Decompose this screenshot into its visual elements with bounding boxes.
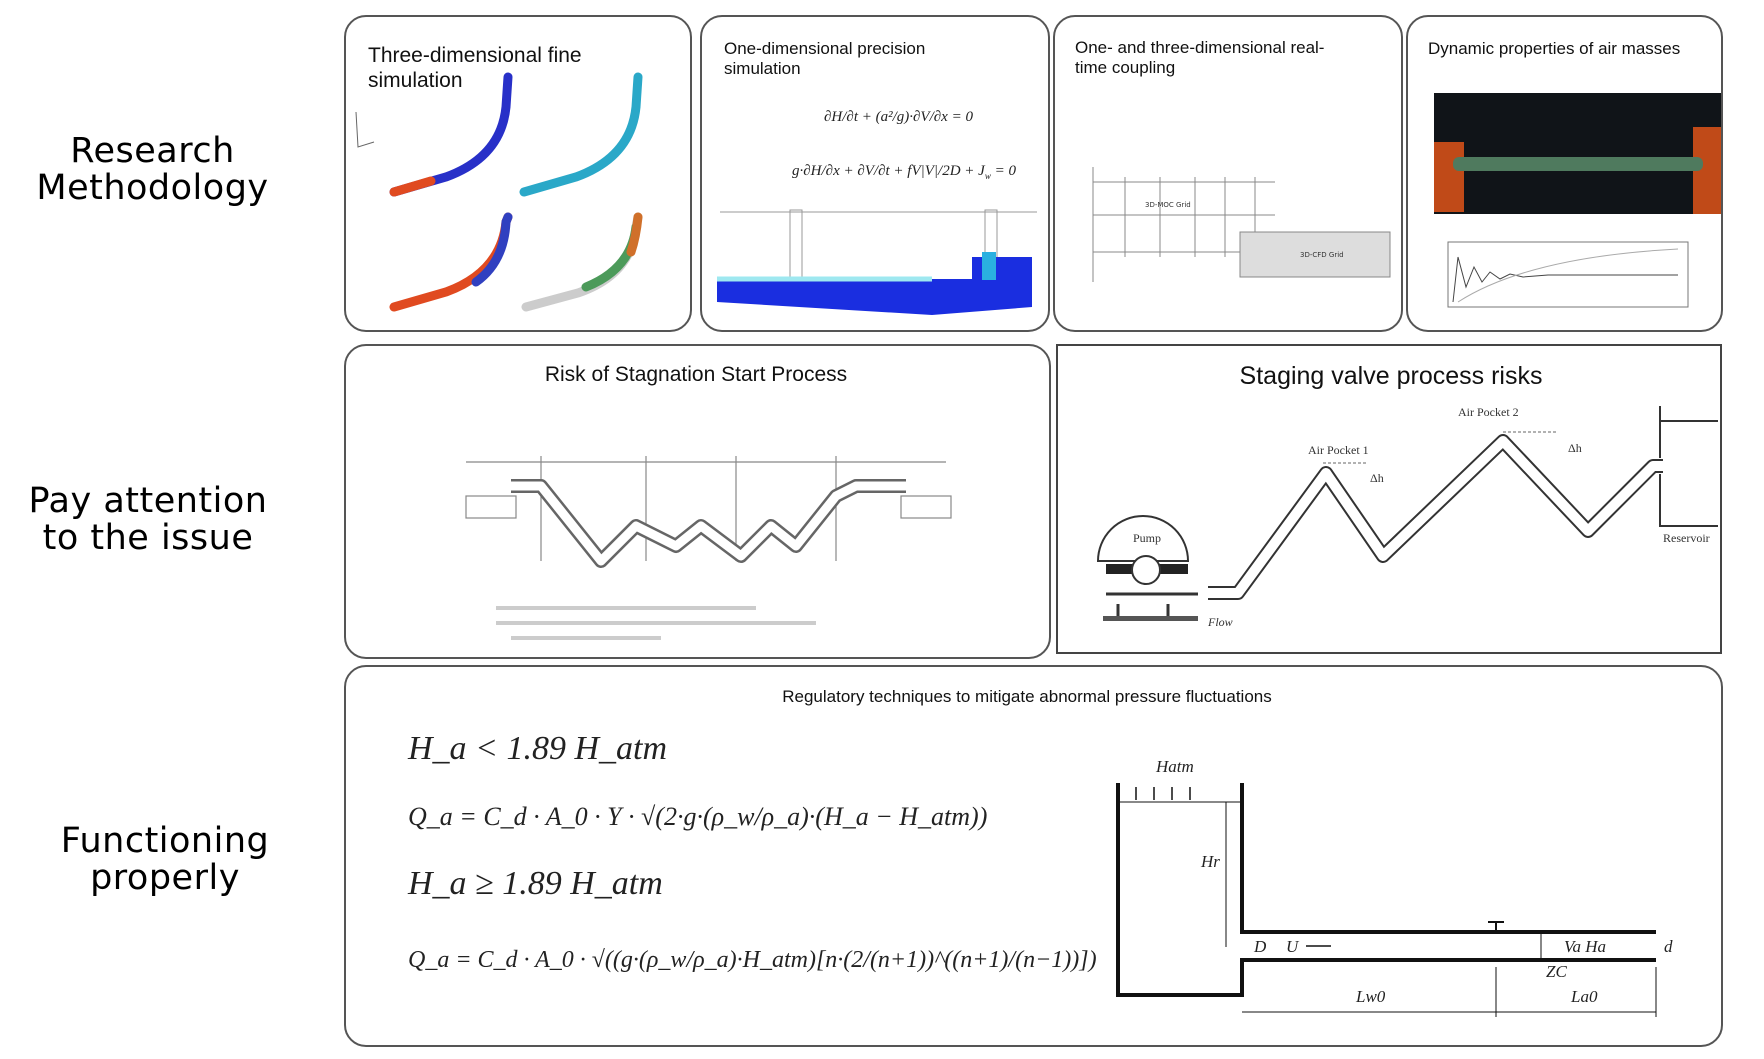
air-valve-pipe-diagram: Hatm Hr D U Va Ha d ZC Lw0 La0	[1116, 757, 1673, 1017]
row-label-research-methodology: Research Methodology	[36, 131, 269, 208]
label-hatm: Hatm	[1155, 757, 1194, 776]
air-pocket-1-label: Air Pocket 1	[1308, 443, 1369, 457]
equation-2: Q_a = C_d · A_0 · √((g·(ρ_w/ρ_a)·H_atm)[…	[408, 947, 1097, 973]
staging-valve-diagram: Pump Flow Air Pocket 1 Air Pocket 2 Δh Δ…	[1096, 405, 1718, 629]
3d-simulation-image	[355, 72, 643, 312]
panel-air-mass-dynamics: Dynamic properties of air masses	[1406, 15, 1723, 332]
stagnation-pipeline-image	[465, 456, 952, 640]
row-label-pay-attention: Pay attention to the issue	[28, 481, 268, 558]
reservoir-label: Reservoir	[1663, 531, 1710, 545]
label-d: d	[1664, 937, 1673, 956]
continuity-equation: ∂H/∂t + (a²/g)·∂V/∂x = 0	[824, 109, 973, 125]
grid-label-3d-cfd: 3D-CFD Grid	[1300, 251, 1344, 259]
panel-stagnation-start-risk: Risk of Stagnation Start Process	[344, 344, 1051, 659]
delta-h-label-1: Δh	[1370, 471, 1384, 485]
label-D: D	[1253, 937, 1267, 956]
condition-2: H_a ≥ 1.89 H_atm	[408, 865, 663, 902]
grid-label-3d-moc: 3D-MOC Grid	[1145, 201, 1191, 209]
label-la0: La0	[1570, 987, 1598, 1006]
row-label-functioning-properly: Functioning properly	[60, 821, 270, 898]
label-hr: Hr	[1200, 852, 1220, 871]
label-va-ha: Va Ha	[1564, 937, 1606, 956]
panel-1d-3d-coupling: One- and three-dimensional real-time cou…	[1053, 15, 1403, 332]
label-lw0: Lw0	[1355, 987, 1386, 1006]
1d-pipe-image	[717, 209, 1037, 315]
delta-h-label-2: Δh	[1568, 441, 1582, 455]
panel-title: Three-dimensional fine simulation	[368, 44, 582, 93]
pump-label: Pump	[1133, 531, 1161, 545]
air-pocket-2-label: Air Pocket 2	[1458, 405, 1519, 419]
condition-1: H_a < 1.89 H_atm	[408, 730, 668, 767]
panel-staging-valve-risks: Staging valve process risks Pump Flow Ai…	[1056, 344, 1722, 654]
coupling-grid-image: 3D-MOC Grid 3D-CFD Grid	[1092, 167, 1391, 282]
panel-regulatory-techniques: Regulatory techniques to mitigate abnorm…	[344, 665, 1723, 1047]
momentum-equation: g·∂H/∂x + ∂V/∂t + fV|V|/2D + Jw = 0	[792, 163, 1016, 181]
label-zc: ZC	[1546, 962, 1567, 981]
panel-title: Staging valve process risks	[1239, 362, 1543, 390]
panel-title: Risk of Stagnation Start Process	[544, 363, 848, 386]
panel-title: One-dimensional precision simulation	[724, 39, 926, 79]
equation-1: Q_a = C_d · A_0 · Y · √(2·g·(ρ_w/ρ_a)·(H…	[408, 802, 988, 831]
flow-label: Flow	[1207, 615, 1233, 629]
panel-title: Dynamic properties of air masses	[1428, 39, 1681, 58]
panel-1d-precision-simulation: One-dimensional precision simulation ∂H/…	[700, 15, 1050, 332]
panel-3d-fine-simulation: Three-dimensional fine simulation	[344, 15, 692, 332]
panel-title: One- and three-dimensional real-time cou…	[1075, 38, 1325, 78]
panel-title: Regulatory techniques to mitigate abnorm…	[782, 687, 1272, 706]
label-U: U	[1286, 937, 1300, 956]
air-mass-experiment-image	[1434, 93, 1721, 308]
